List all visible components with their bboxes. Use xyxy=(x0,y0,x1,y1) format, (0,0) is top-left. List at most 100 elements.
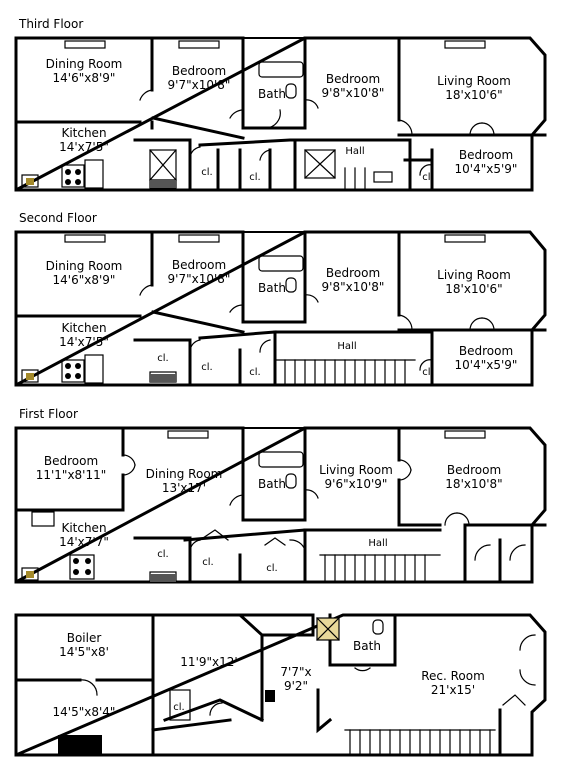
room-name: Bath xyxy=(353,639,381,653)
room-name: Bedroom xyxy=(171,64,227,78)
first-kitchen: Kitchen 14'x7'7" xyxy=(59,521,109,549)
second-floor-doors xyxy=(139,284,495,371)
first-hall: Hall xyxy=(368,537,387,551)
room-dims: 14'6"x8'9" xyxy=(52,71,116,85)
second-bedroom-1: Bedroom 9'7"x10'8" xyxy=(168,258,231,286)
room-name: Bedroom xyxy=(325,72,381,86)
room-dims: 18'x10'6" xyxy=(445,88,503,102)
room-dims: 10'4"x5'9" xyxy=(454,162,518,176)
room-name: Rec. Room xyxy=(421,669,485,683)
room-dims: 10'4"x5'9" xyxy=(454,358,518,372)
second-floor-title: Second Floor xyxy=(19,211,97,225)
room-name: Dining Room xyxy=(45,259,123,273)
room-dims: 18'x10'6" xyxy=(445,282,503,296)
basement-room-2: 7'7"x 9'2" xyxy=(280,665,311,693)
third-floor-doors xyxy=(139,89,495,176)
room-dims: 14'x7'5" xyxy=(59,140,109,154)
basement-room-3: 14'5"x8'4" xyxy=(53,705,116,719)
third-bath: Bath xyxy=(258,87,286,101)
first-living-room: Living Room 9'6"x10'9" xyxy=(319,463,393,491)
first-floor-walls xyxy=(14,426,547,584)
room-dims: 21'x15' xyxy=(430,683,476,697)
second-bedroom-3: Bedroom 10'4"x5'9" xyxy=(455,344,518,372)
room-name: Kitchen xyxy=(61,321,107,335)
solid-fixtures xyxy=(26,169,275,755)
second-kitchen: Kitchen 14'x7'5" xyxy=(59,321,109,349)
room-name: Living Room xyxy=(319,463,393,477)
third-dining-room: Dining Room 14'6"x8'9" xyxy=(46,57,123,85)
room-name: Dining Room xyxy=(45,57,123,71)
basement-doors xyxy=(79,634,536,716)
third-closet-1: cl. xyxy=(201,167,213,178)
basement-closet: cl. xyxy=(173,702,185,713)
room-dims: 7'7"x xyxy=(280,665,312,679)
basement-fixtures xyxy=(169,617,496,756)
second-floor-fixtures xyxy=(21,234,486,386)
second-dining-room: Dining Room 14'6"x8'9" xyxy=(46,259,123,287)
second-closet-3: cl. xyxy=(249,367,261,378)
room-name: Boiler xyxy=(66,631,102,645)
second-bath: Bath xyxy=(258,281,286,295)
room-dims: 18'x10'8" xyxy=(445,477,503,491)
room-name: Bedroom xyxy=(171,258,227,272)
second-hall: Hall xyxy=(337,340,356,354)
room-dims: 11'1"x8'11" xyxy=(35,468,107,482)
third-floor-title: Third Floor xyxy=(19,17,84,31)
room-name: Kitchen xyxy=(61,521,107,535)
room-name: Bedroom xyxy=(458,148,514,162)
third-floor-fixtures xyxy=(21,40,486,191)
room-name: Hall xyxy=(345,146,365,157)
third-bedroom-3: Bedroom 10'4"x5'9" xyxy=(455,148,518,176)
third-bedroom-2: Bedroom 9'8"x10'8" xyxy=(322,72,385,100)
room-dims: 9'7"x10'8" xyxy=(167,78,231,92)
room-name: Bedroom xyxy=(446,463,502,477)
third-closet-2: cl. xyxy=(249,172,261,183)
room-dims: 14'x7'5" xyxy=(59,335,109,349)
first-bath: Bath xyxy=(258,477,286,491)
room-name: Bath xyxy=(258,477,286,491)
room-dims: 9'8"x10'8" xyxy=(321,280,385,294)
room-name: Kitchen xyxy=(61,126,107,140)
room-dims: 14'5"x8'4" xyxy=(52,705,116,719)
room-name: Hall xyxy=(368,538,388,549)
second-closet-4: cl. xyxy=(422,367,434,378)
room-dims: 9'6"x10'9" xyxy=(324,477,388,491)
room-name: Hall xyxy=(337,341,357,352)
second-floor-walls xyxy=(14,230,547,387)
room-name: Dining Room xyxy=(145,467,223,481)
third-bedroom-1: Bedroom 9'7"x10'8" xyxy=(168,64,231,92)
third-hall: Hall xyxy=(345,145,364,159)
third-living-room: Living Room 18'x10'6" xyxy=(437,74,511,102)
room-name: Bedroom xyxy=(458,344,514,358)
room-name: Bedroom xyxy=(325,266,381,280)
second-closet-1: cl. xyxy=(157,353,169,364)
second-bedroom-2: Bedroom 9'8"x10'8" xyxy=(322,266,385,294)
basement-bath: Bath xyxy=(353,639,381,653)
third-kitchen: Kitchen 14'x7'5" xyxy=(59,126,109,154)
room-name: Bedroom xyxy=(43,454,99,468)
room-dims: 11'9"x12' xyxy=(180,655,238,669)
room-dims: 14'6"x8'9" xyxy=(52,273,116,287)
room-dims-2: 9'2" xyxy=(283,679,309,693)
room-name: Bath xyxy=(258,87,286,101)
room-name: Living Room xyxy=(437,268,511,282)
basement-boiler: Boiler 14'5"x8' xyxy=(59,631,109,659)
first-floor-title: First Floor xyxy=(19,407,78,421)
room-dims: 14'5"x8' xyxy=(59,645,109,659)
second-closet-2: cl. xyxy=(201,362,213,373)
room-dims: 9'7"x10'8" xyxy=(167,272,231,286)
first-closet-2: cl. xyxy=(202,557,214,568)
room-name: Bath xyxy=(258,281,286,295)
first-closet-3: cl. xyxy=(266,563,278,574)
first-floor-doors xyxy=(122,454,526,561)
first-closet-1: cl. xyxy=(157,549,169,560)
basement-rec-room: Rec. Room 21'x15' xyxy=(421,669,485,697)
first-dining-room: Dining Room 13'x17' xyxy=(146,467,223,495)
first-bedroom-1: Bedroom 11'1"x8'11" xyxy=(36,454,107,482)
room-dims: 13'x17' xyxy=(161,481,207,495)
first-bedroom-2: Bedroom 18'x10'8" xyxy=(445,463,502,491)
third-floor-walls xyxy=(14,36,547,192)
room-dims: 14'x7'7" xyxy=(59,535,109,549)
second-living-room: Living Room 18'x10'6" xyxy=(437,268,511,296)
